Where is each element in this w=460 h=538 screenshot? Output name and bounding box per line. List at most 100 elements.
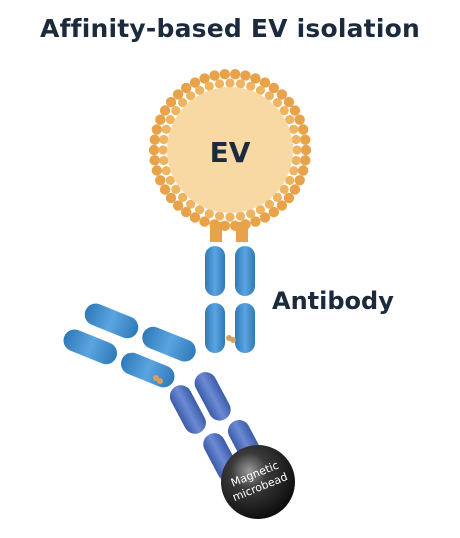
lipid-head (283, 192, 295, 204)
antibody-label: Antibody (272, 287, 394, 315)
lipid-head (165, 192, 177, 204)
lipid-head (204, 81, 214, 91)
lipid-head (235, 79, 246, 89)
lipid-head (279, 106, 289, 116)
disulfide-bond (230, 337, 236, 343)
lipid-head (180, 82, 192, 94)
lipid-head (300, 144, 312, 156)
lipid-head (283, 96, 295, 108)
fab-segment (235, 303, 255, 353)
lipid-head (292, 145, 302, 155)
lipid-head (172, 200, 184, 211)
fab-segment (63, 329, 118, 365)
lipid-head (219, 220, 231, 232)
lipid-head (246, 81, 256, 91)
receptor-left (210, 222, 222, 242)
lipid-head (297, 165, 309, 176)
lipid-head (172, 89, 184, 100)
lipid-head (178, 192, 188, 202)
lipid-head (297, 124, 309, 135)
lipid-head (155, 175, 166, 186)
lipid-head (225, 78, 235, 88)
lipid-head (194, 85, 205, 95)
lipid-head (194, 205, 205, 215)
lipid-head (300, 134, 311, 145)
lipid-head (250, 216, 261, 227)
lipid-head (285, 114, 295, 125)
fab-segment (142, 326, 196, 362)
lipid-head (165, 96, 177, 108)
lipid-head (158, 145, 168, 155)
fc-segment (169, 385, 206, 434)
lipid-head (246, 209, 256, 219)
ev-label: EV (210, 136, 251, 169)
lipid-head (276, 200, 288, 211)
lipid-head (214, 211, 225, 221)
lipid-head (264, 199, 274, 209)
lipid-head (291, 134, 301, 145)
lipid-head (268, 82, 280, 94)
fab-segment (205, 303, 225, 353)
lipid-head (300, 155, 311, 166)
lipid-head (255, 85, 266, 95)
lipid-head (155, 114, 166, 125)
lipid-head (178, 98, 188, 108)
fab-segment (84, 303, 139, 339)
lipid-head (148, 144, 160, 156)
lipid-head (219, 68, 231, 80)
lipid-head (259, 77, 271, 88)
lipid-head (294, 175, 305, 186)
lipid-head (204, 209, 214, 219)
fab-segment (235, 246, 255, 296)
lipid-head (225, 212, 235, 222)
lipid-head (199, 216, 210, 227)
lipid-head (264, 91, 274, 101)
lipid-head (186, 199, 196, 209)
lipid-head (180, 206, 192, 218)
lipid-head (199, 73, 210, 84)
lipid-head (171, 106, 181, 116)
lipid-head (151, 165, 163, 176)
lipid-head (189, 77, 201, 88)
lipid-head (159, 155, 169, 166)
lipid-head (165, 114, 175, 125)
receptor-right (236, 222, 248, 242)
lipid-head (289, 184, 301, 195)
lipid-head (159, 184, 171, 195)
lipid-head (186, 91, 196, 101)
lipid-head (272, 192, 282, 202)
surface-receptors (210, 222, 248, 242)
lipid-head (294, 114, 305, 125)
lipid-head (279, 184, 289, 194)
lipid-head (149, 134, 160, 145)
lipid-head (289, 105, 301, 116)
lipid-head (250, 73, 261, 84)
antibody-upper (205, 246, 255, 353)
extracellular-vesicle: EV (148, 68, 312, 232)
lipid-head (209, 70, 220, 81)
lipid-head (285, 175, 295, 186)
bead-sphere (221, 445, 295, 519)
lipid-head (159, 105, 171, 116)
lipid-head (289, 166, 299, 176)
fab-segment (205, 246, 225, 296)
lipid-head (214, 79, 225, 89)
lipid-head (151, 124, 163, 135)
diagram-title: Affinity-based EV isolation (40, 14, 420, 43)
lipid-head (240, 70, 251, 81)
vesicle-lumen (167, 87, 293, 213)
lipid-head (159, 134, 169, 145)
lipid-head (268, 206, 280, 218)
fc-segment (194, 372, 231, 421)
lipid-head (189, 212, 201, 223)
lipid-head (289, 124, 299, 134)
lipid-head (165, 175, 175, 186)
disulfide-bond (157, 378, 163, 384)
lipid-head (235, 211, 246, 221)
lipid-head (161, 124, 171, 134)
antibody-lower (63, 303, 265, 482)
lipid-head (255, 205, 266, 215)
lipid-head (259, 212, 271, 223)
lipid-head (291, 155, 301, 166)
